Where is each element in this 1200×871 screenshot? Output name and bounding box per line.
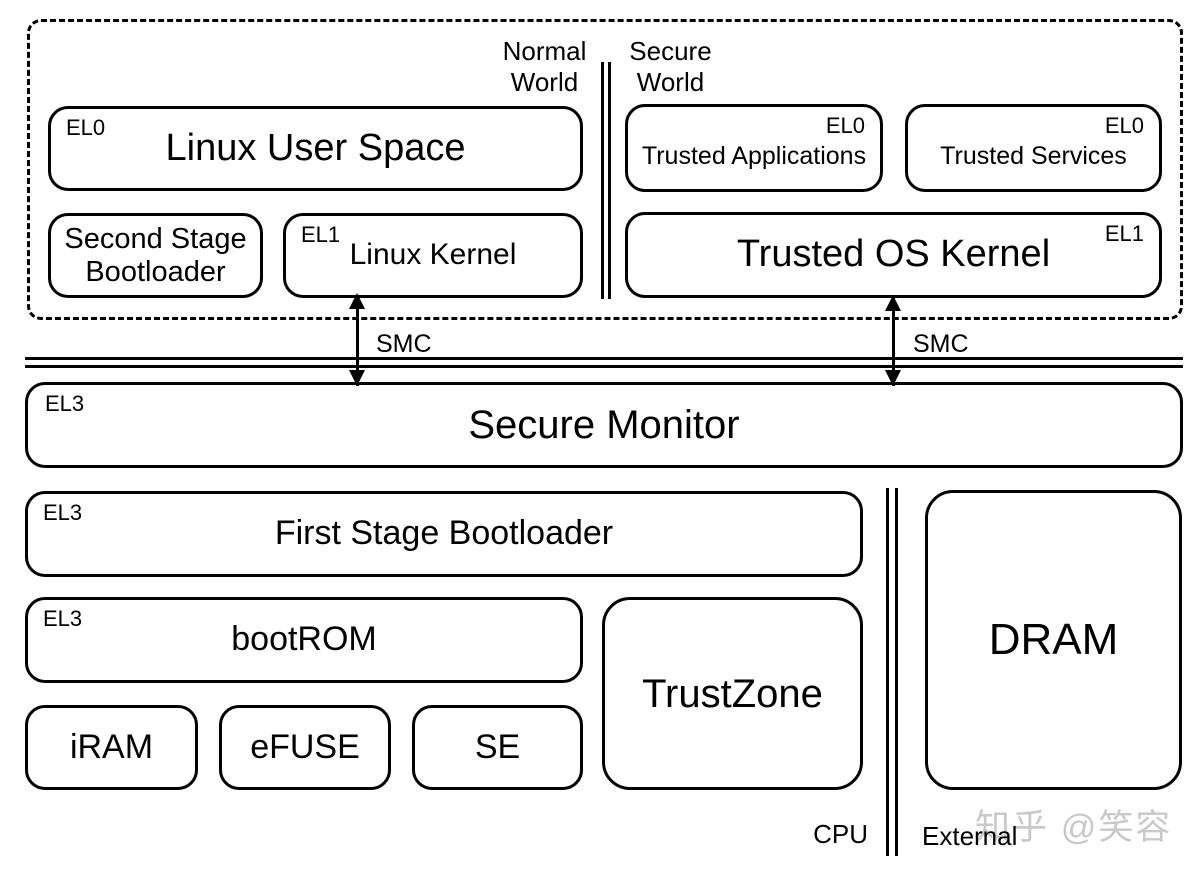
box-efuse: eFUSE	[219, 705, 391, 790]
box-linux-user-space: EL0 Linux User Space	[48, 106, 583, 191]
world-divider-line-2	[608, 62, 611, 299]
se-label: SE	[474, 727, 521, 766]
world-divider-line-1	[601, 62, 604, 299]
box-first-stage-bootloader: EL3 First Stage Bootloader	[25, 491, 863, 577]
bootrom-label: bootROM	[231, 620, 377, 659]
box-trustzone: TrustZone	[602, 597, 863, 790]
el0-badge: EL0	[66, 115, 106, 140]
box-secure-monitor: EL3 Secure Monitor	[25, 382, 1183, 468]
second-stage-bootloader-label: Second Stage Bootloader	[64, 222, 247, 288]
cpu-external-divider-line-2	[895, 488, 898, 856]
box-second-stage-bootloader: Second Stage Bootloader	[48, 213, 263, 298]
cpu-section-label: CPU	[813, 819, 868, 849]
box-trusted-os-kernel: EL1 Trusted OS Kernel	[625, 212, 1162, 298]
trustzone-label: TrustZone	[642, 671, 823, 716]
el3-badge: EL3	[45, 391, 85, 416]
iram-label: iRAM	[69, 727, 154, 766]
box-iram: iRAM	[25, 705, 198, 790]
trusted-os-kernel-label: Trusted OS Kernel	[736, 233, 1051, 276]
el3-badge: EL3	[43, 606, 83, 631]
el1-badge: EL1	[301, 222, 341, 247]
box-trusted-services: EL0 Trusted Services	[905, 104, 1162, 192]
el3-badge: EL3	[43, 500, 83, 525]
trusted-services-label: Trusted Services	[940, 141, 1127, 170]
first-stage-bootloader-label: First Stage Bootloader	[274, 514, 614, 553]
smc-label-right: SMC	[913, 330, 969, 358]
monitor-barrier-line-2	[25, 365, 1183, 368]
monitor-barrier-line-1	[25, 357, 1183, 360]
smc-label-left: SMC	[376, 330, 432, 358]
el0-badge: EL0	[825, 113, 865, 138]
box-bootrom: EL3 bootROM	[25, 597, 583, 683]
box-se: SE	[412, 705, 583, 790]
linux-user-space-label: Linux User Space	[165, 126, 466, 169]
normal-world-label: Normal World	[502, 36, 587, 97]
el0-badge: EL0	[1104, 113, 1144, 138]
trusted-applications-label: Trusted Applications	[641, 141, 867, 170]
box-dram: DRAM	[925, 490, 1182, 790]
el1-badge: EL1	[1104, 221, 1144, 246]
secure-world-label: Secure World	[629, 36, 712, 97]
box-trusted-applications: EL0 Trusted Applications	[625, 104, 883, 192]
secure-monitor-label: Secure Monitor	[468, 403, 740, 447]
watermark: 知乎 @笑容	[975, 808, 1173, 847]
cpu-external-divider-line-1	[886, 488, 889, 856]
dram-label: DRAM	[988, 614, 1119, 664]
efuse-label: eFUSE	[250, 727, 360, 766]
external-section-label: External	[922, 821, 1018, 851]
box-linux-kernel: EL1 Linux Kernel	[283, 213, 583, 298]
linux-kernel-label: Linux Kernel	[349, 238, 517, 272]
